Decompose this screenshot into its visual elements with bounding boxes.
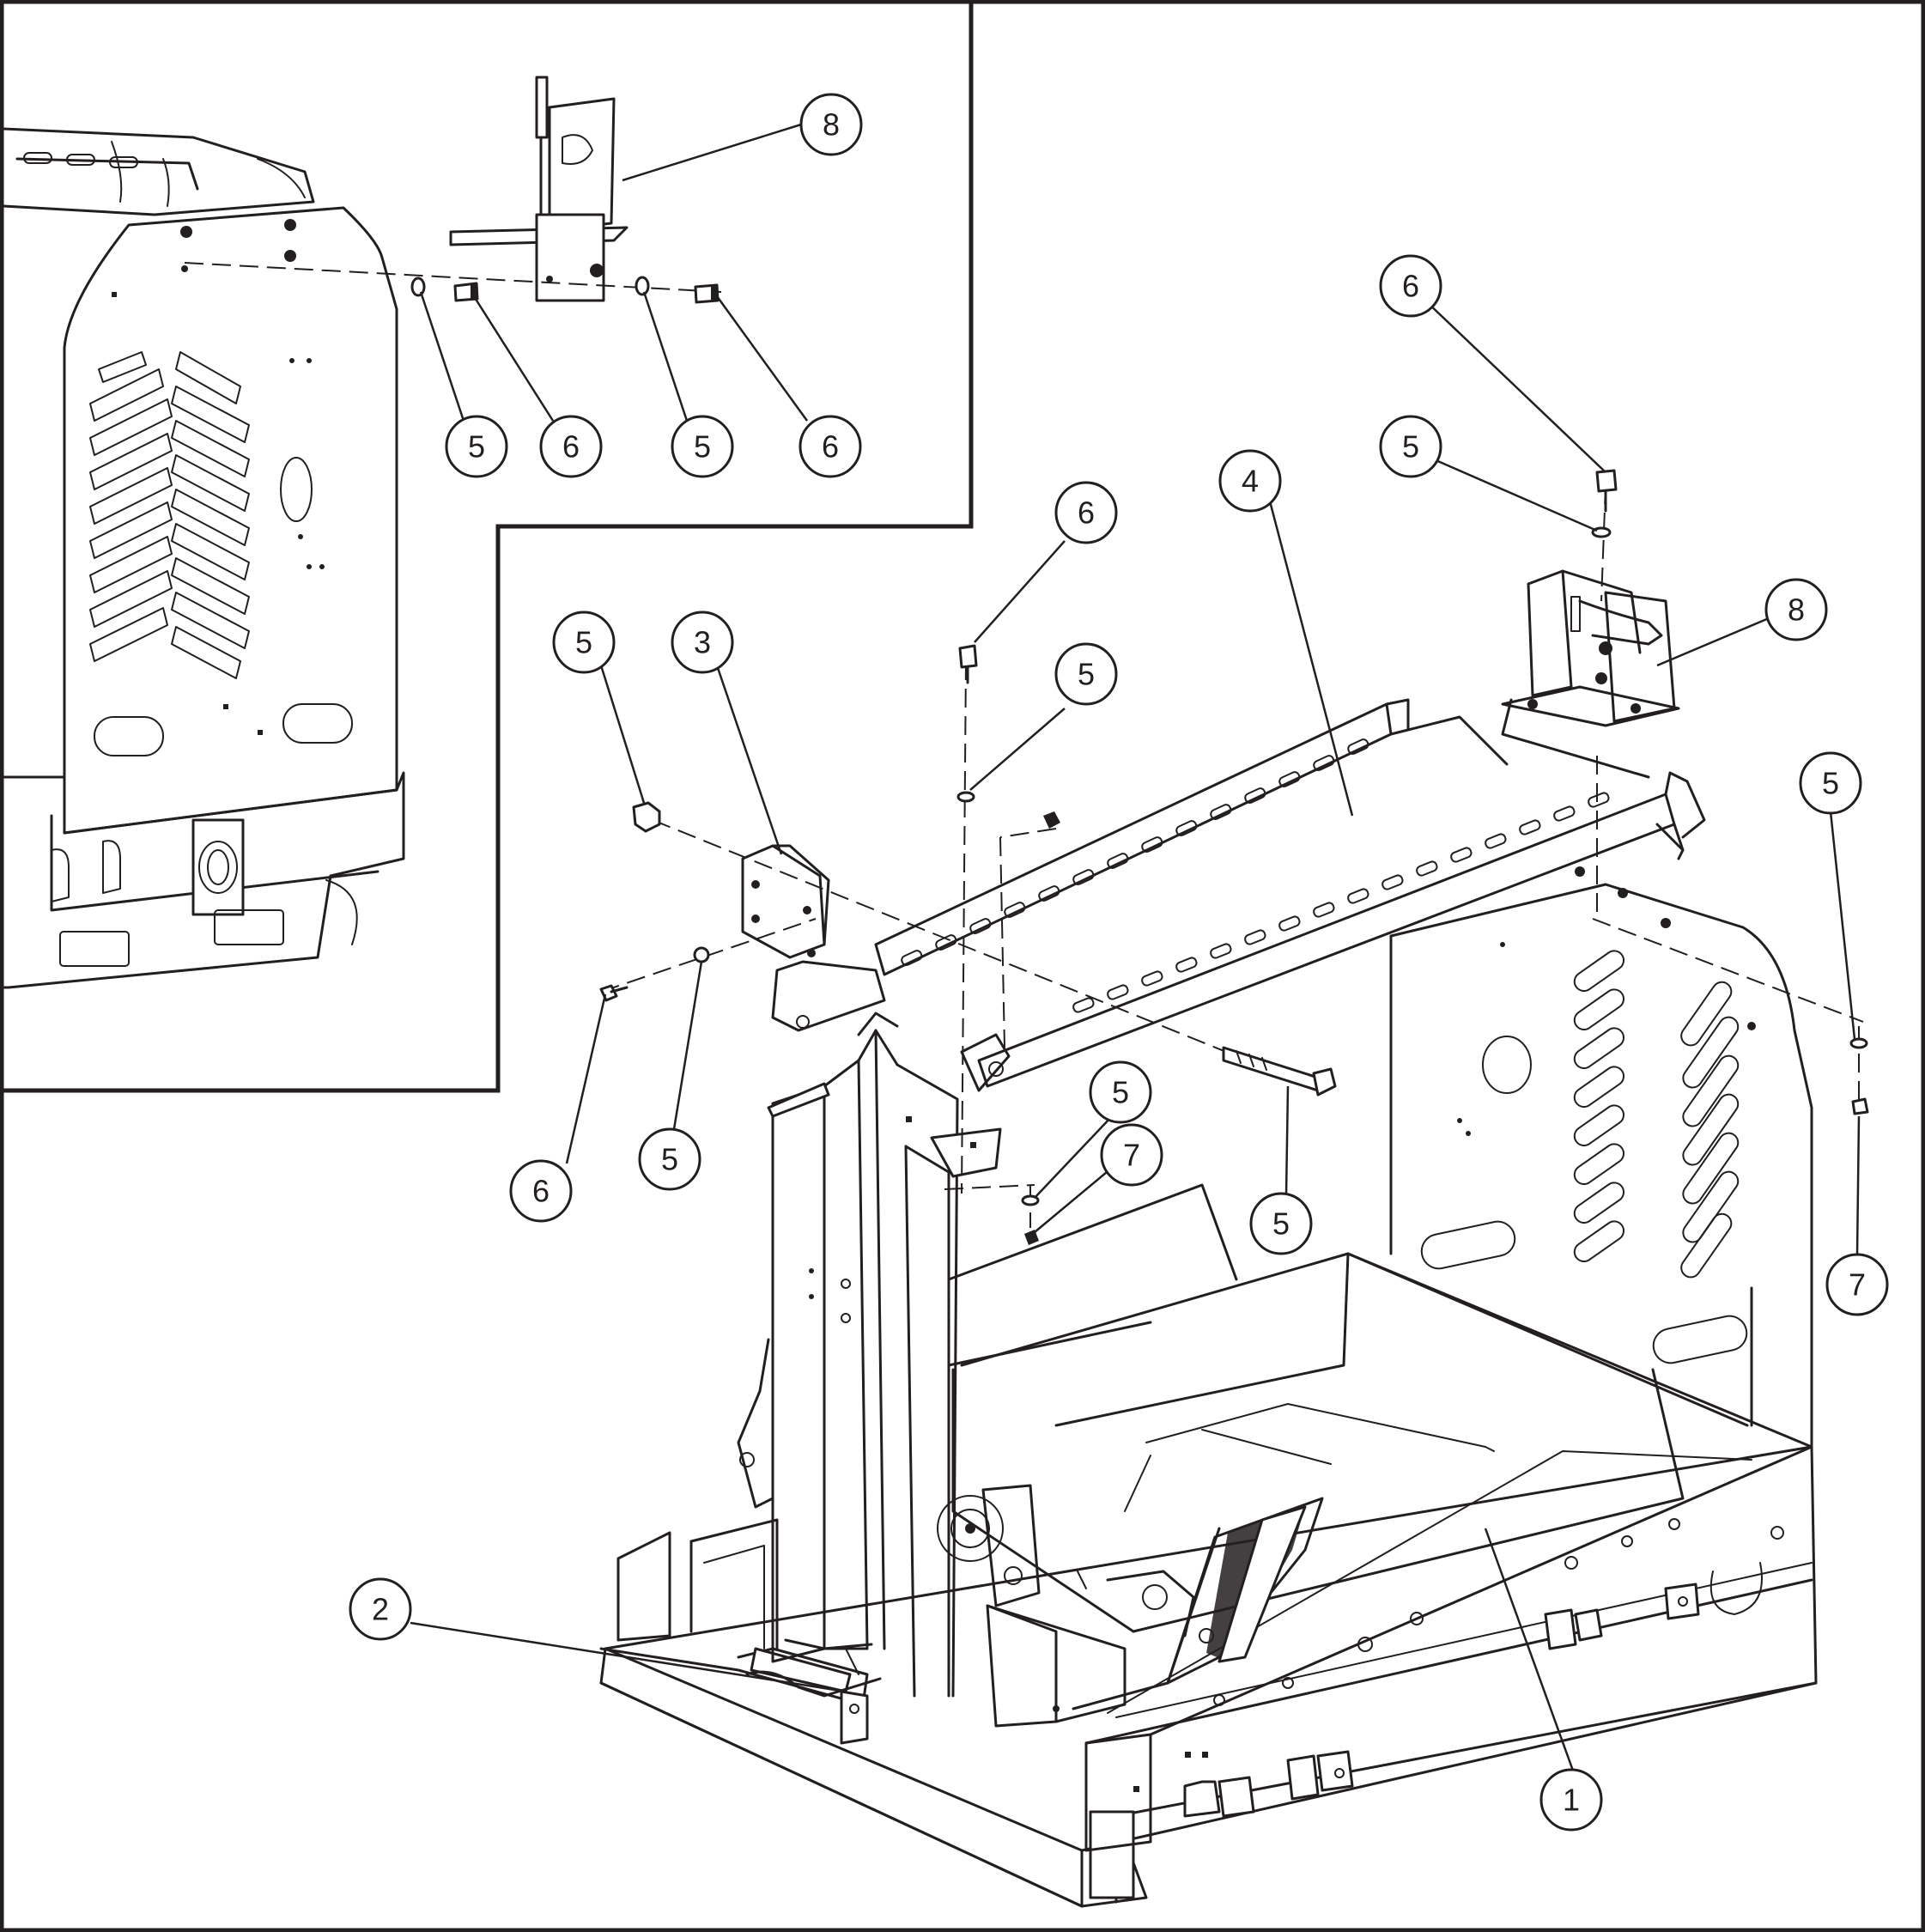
svg-text:5: 5: [661, 1142, 678, 1177]
callout-6-left: 6: [509, 1159, 573, 1223]
svg-text:5: 5: [1402, 429, 1419, 465]
callout-5-inset-right: 5: [671, 415, 734, 478]
rear-panel: [1389, 866, 1813, 1449]
svg-text:5: 5: [575, 625, 592, 660]
inset-fastener-bolt-1: [453, 282, 479, 302]
callout-5-long-bolt: 5: [1249, 1192, 1313, 1255]
side-plate-slope: [1072, 1497, 1324, 1710]
svg-text:7: 7: [1123, 1138, 1140, 1173]
svg-text:4: 4: [1242, 464, 1259, 499]
bracket-part-8: [1501, 569, 1680, 727]
callout-8-main: 8: [1764, 578, 1828, 641]
svg-text:5: 5: [1272, 1206, 1290, 1242]
fastener-washer-left: [693, 946, 710, 963]
center-drive: [689, 1183, 1238, 1728]
fastener-nut-lower-center: [1024, 1230, 1039, 1245]
callout-5-left-washer: 5: [638, 1127, 701, 1191]
front-upright-posts: [745, 1012, 1002, 1698]
svg-text:5: 5: [1112, 1075, 1129, 1110]
fastener-bolt-top-right: [1595, 469, 1618, 513]
svg-text:8: 8: [823, 107, 840, 143]
callout-6-inset-left: 6: [539, 415, 603, 478]
inset-detail-view: [2, 76, 722, 989]
svg-text:3: 3: [694, 625, 711, 660]
callout-6-inset-right: 6: [799, 415, 862, 478]
inset-fastener-washer-2: [635, 276, 650, 296]
svg-text:6: 6: [562, 429, 580, 465]
inset-fastener-axis: [184, 262, 722, 293]
louvers: [1573, 950, 1740, 1279]
inset-top-rail: [2, 127, 315, 216]
callout-leaders: [410, 123, 1861, 1771]
svg-text:5: 5: [468, 429, 485, 465]
callout-1: 1: [1539, 1768, 1603, 1832]
fastener-washer-top-center: [956, 791, 975, 803]
inset-border: [2, 2, 974, 1093]
callout-5-left-nut: 5: [552, 611, 616, 674]
svg-text:2: 2: [372, 1592, 389, 1627]
base-frame-part-1: [599, 1445, 1818, 1908]
fastener-bolt-top-center: [958, 644, 978, 684]
fastener-nut-top-center: [1043, 811, 1060, 829]
callout-5-center: 5: [1089, 1060, 1152, 1124]
callout-5-right: 5: [1799, 751, 1862, 815]
svg-text:7: 7: [1849, 1267, 1866, 1303]
svg-text:8: 8: [1788, 592, 1805, 628]
main-assembly: [599, 469, 1869, 1908]
inset-louvers: [89, 351, 250, 679]
svg-text:6: 6: [822, 429, 839, 465]
inset-fastener-bolt-2: [694, 283, 720, 304]
callout-7-center: 7: [1100, 1123, 1163, 1187]
callout-7-right: 7: [1825, 1253, 1889, 1316]
bracket-part-3: [741, 844, 830, 959]
svg-text:5: 5: [694, 429, 711, 465]
inset-lower-frame: [2, 771, 405, 989]
svg-text:6: 6: [532, 1174, 550, 1209]
svg-text:1: 1: [1563, 1783, 1580, 1818]
callout-5-top-center: 5: [1054, 642, 1118, 706]
svg-text:5: 5: [1078, 657, 1095, 692]
callout-3: 3: [671, 611, 734, 674]
rail-slots: [901, 738, 1610, 1013]
fastener-washer-lower-center: [1021, 1194, 1040, 1206]
callout-2: 2: [349, 1577, 412, 1641]
inset-fastener-washer-1: [410, 276, 426, 297]
svg-text:5: 5: [1822, 766, 1839, 801]
callout-6-top-right: 6: [1379, 254, 1442, 318]
callout-5-inset-left: 5: [445, 415, 508, 478]
fastener-nut-right: [1851, 1097, 1869, 1115]
fastener-washer-right: [1849, 1037, 1868, 1049]
callout-4: 4: [1218, 449, 1282, 513]
callout-8-inset: 8: [799, 93, 863, 156]
upper-rails-part-4: [771, 698, 1706, 1092]
svg-text:6: 6: [1078, 495, 1095, 531]
main-box: [951, 1252, 1813, 1633]
callout-6-top-center: 6: [1054, 481, 1118, 544]
callout-5-top-right: 5: [1379, 415, 1442, 478]
inset-bracket-part-8: [449, 76, 629, 302]
long-bolt: [1222, 1046, 1337, 1097]
svg-text:6: 6: [1402, 269, 1419, 304]
fastener-nut-left: [632, 801, 661, 833]
inset-rear-panel: [63, 206, 398, 835]
